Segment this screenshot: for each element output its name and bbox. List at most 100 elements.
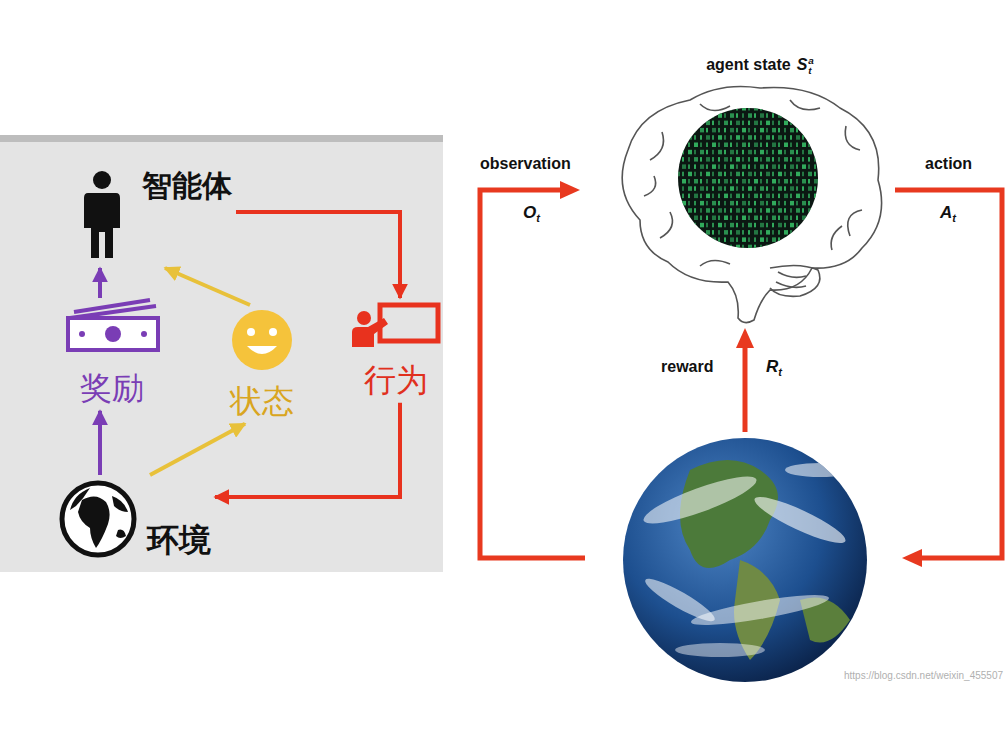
binary-dot	[808, 135, 812, 140]
binary-dot	[736, 113, 738, 118]
binary-dot	[754, 121, 758, 126]
text-group: 状态	[230, 383, 294, 420]
reward-icon	[68, 300, 158, 350]
icon-space	[66, 302, 158, 364]
binary-dot	[754, 135, 756, 140]
binary-window	[678, 108, 818, 248]
binary-dot	[778, 216, 780, 221]
binary-dot	[772, 208, 774, 213]
binary-dot	[814, 128, 816, 132]
binary-dot	[784, 237, 786, 242]
binary-dot	[772, 150, 774, 155]
binary-dot	[772, 164, 776, 169]
binary-dot	[760, 245, 762, 250]
binary-dot	[796, 113, 798, 118]
binary-dot	[790, 128, 794, 132]
reward-label: reward	[661, 357, 713, 376]
binary-dot	[700, 135, 702, 140]
binary-dot	[694, 121, 698, 126]
binary-dot	[718, 172, 722, 177]
binary-dot	[754, 186, 756, 191]
environment-box: 环境	[55, 475, 215, 563]
binary-dot	[712, 150, 714, 155]
binary-dot	[760, 186, 764, 191]
binary-dot	[706, 143, 708, 148]
binary-dot	[796, 237, 798, 242]
binary-dot	[682, 186, 684, 191]
binary-dot	[712, 179, 716, 184]
binary-dot	[700, 106, 702, 111]
flow-arrow	[150, 424, 245, 475]
binary-dot	[802, 201, 806, 206]
binary-dot	[778, 201, 780, 206]
binary-dot	[754, 237, 756, 242]
binary-dot	[796, 164, 798, 169]
action-arrow	[895, 190, 1002, 558]
binary-dot	[676, 135, 680, 140]
binary-dot	[706, 194, 710, 199]
binary-dot	[676, 179, 678, 184]
binary-dot	[748, 106, 750, 111]
binary-dot	[736, 245, 740, 250]
text-group: 奖励	[80, 370, 144, 407]
icon-space	[59, 479, 139, 559]
binary-dot	[778, 113, 782, 118]
binary-dot	[796, 230, 800, 235]
binary-dot	[784, 164, 786, 169]
binary-dot	[712, 216, 716, 221]
binary-dot	[676, 106, 678, 111]
binary-dot	[688, 216, 690, 221]
binary-dot	[730, 223, 734, 228]
binary-dot	[730, 186, 734, 191]
binary-dot	[706, 230, 710, 235]
binary-dot	[796, 179, 798, 184]
binary-dot	[778, 143, 780, 148]
binary-dot	[724, 230, 728, 235]
binary-dot	[688, 194, 690, 199]
action-box: 行为	[348, 298, 443, 403]
panel-bar	[0, 135, 443, 142]
binary-dot	[808, 237, 810, 242]
binary-dot	[772, 157, 774, 162]
binary-dot	[802, 135, 804, 140]
binary-dot	[706, 150, 708, 155]
binary-dot	[694, 223, 696, 228]
binary-dot	[748, 186, 752, 191]
binary-dot	[802, 106, 806, 111]
binary-dot	[778, 237, 780, 242]
binary-dot	[802, 172, 804, 177]
binary-dot	[796, 150, 798, 155]
binary-dot	[796, 194, 800, 199]
binary-dot	[730, 121, 732, 126]
binary-dot	[814, 194, 818, 199]
binary-dot	[772, 106, 776, 111]
binary-dot	[694, 201, 696, 206]
binary-dot	[760, 230, 762, 235]
binary-dot	[748, 143, 750, 148]
binary-dot	[772, 223, 774, 228]
binary-dot	[748, 179, 750, 184]
binary-dot	[808, 223, 812, 228]
binary-dot	[682, 106, 686, 111]
binary-dot	[736, 179, 738, 184]
binary-dot	[790, 121, 792, 126]
binary-dot	[808, 150, 812, 155]
binary-dot	[796, 216, 798, 221]
binary-dot	[754, 157, 758, 162]
binary-dot	[784, 216, 788, 221]
binary-dot	[706, 135, 710, 140]
binary-dot	[766, 186, 768, 191]
binary-dot	[700, 245, 702, 250]
icon-space	[635, 75, 885, 345]
binary-dot	[718, 106, 720, 111]
binary-dot	[790, 245, 792, 250]
binary-dot	[712, 128, 716, 132]
binary-dot	[712, 113, 714, 118]
binary-dot	[784, 106, 788, 111]
binary-dot	[700, 223, 704, 228]
binary-dot	[748, 128, 750, 132]
binary-dot	[718, 194, 720, 199]
binary-dot	[706, 223, 708, 228]
binary-dot	[700, 237, 704, 242]
